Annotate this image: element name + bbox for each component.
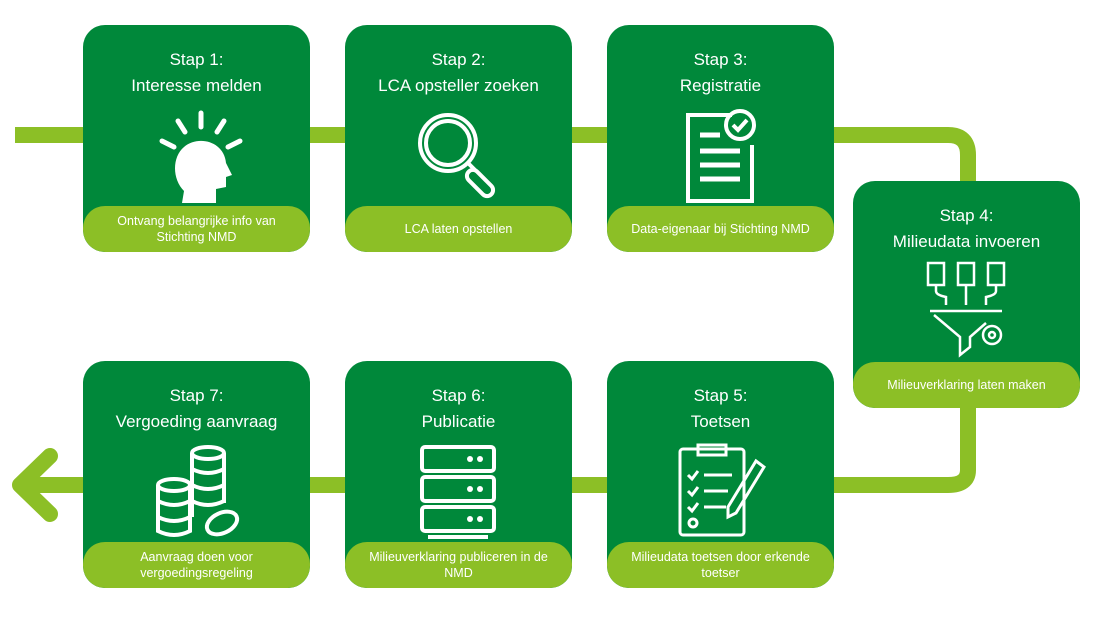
step-title: Toetsen: [690, 412, 751, 431]
arrow-head-icon: [12, 448, 58, 522]
magnifier-icon: [418, 113, 496, 199]
step-card-1: Stap 1: Interesse melden Ontvang belangri…: [83, 25, 310, 252]
step-card-5: Stap 5: Toetsen Milieudata toetsen door e…: [607, 361, 834, 588]
server-icon: [420, 445, 496, 539]
step-description: Milieuverklaring laten maken: [853, 362, 1080, 408]
step-title: Interesse melden: [131, 76, 262, 95]
head-idea-icon: [159, 110, 243, 203]
step-card-2: Stap 2: LCA opsteller zoeken LCA laten op…: [345, 25, 572, 252]
step-title: Publicatie: [421, 412, 496, 431]
checklist-pen-icon: [678, 443, 766, 537]
step-number: Stap 7:: [169, 386, 224, 405]
document-check-icon: [686, 109, 756, 203]
step-title: Milieudata invoeren: [892, 232, 1041, 251]
step-number: Stap 1:: [169, 50, 224, 69]
step-number: Stap 5:: [693, 386, 748, 405]
step-card-6: Stap 6: Publicatie Milieuverklaring publi…: [345, 361, 572, 588]
step-number: Stap 2:: [431, 50, 486, 69]
step-card-4: Stap 4: Milieudata invoeren Milieuverklar…: [853, 181, 1080, 408]
step-description: LCA laten opstellen: [345, 206, 572, 252]
step-card-3: Stap 3: Registratie Data-eigenaar bij Sti…: [607, 25, 834, 252]
step-description: Aanvraag doen voor vergoedingsregeling: [83, 542, 310, 588]
step-number: Stap 3:: [693, 50, 748, 69]
step-card-7: Stap 7: Vergoeding aanvraag Aanvraag doen…: [83, 361, 310, 588]
coins-icon: [156, 445, 240, 537]
step-description: Ontvang belangrijke info van Stichting N…: [83, 206, 310, 252]
step-number: Stap 6:: [431, 386, 486, 405]
step-description: Data-eigenaar bij Stichting NMD: [607, 206, 834, 252]
step-description: Milieuverklaring publiceren in de NMD: [345, 542, 572, 588]
step-title: LCA opsteller zoeken: [378, 76, 539, 95]
step-description: Milieudata toetsen door erkende toetser: [607, 542, 834, 588]
funnel-documents-icon: [926, 261, 1006, 358]
step-number: Stap 4:: [939, 206, 994, 225]
step-title: Vergoeding aanvraag: [115, 412, 278, 431]
step-title: Registratie: [679, 76, 762, 95]
